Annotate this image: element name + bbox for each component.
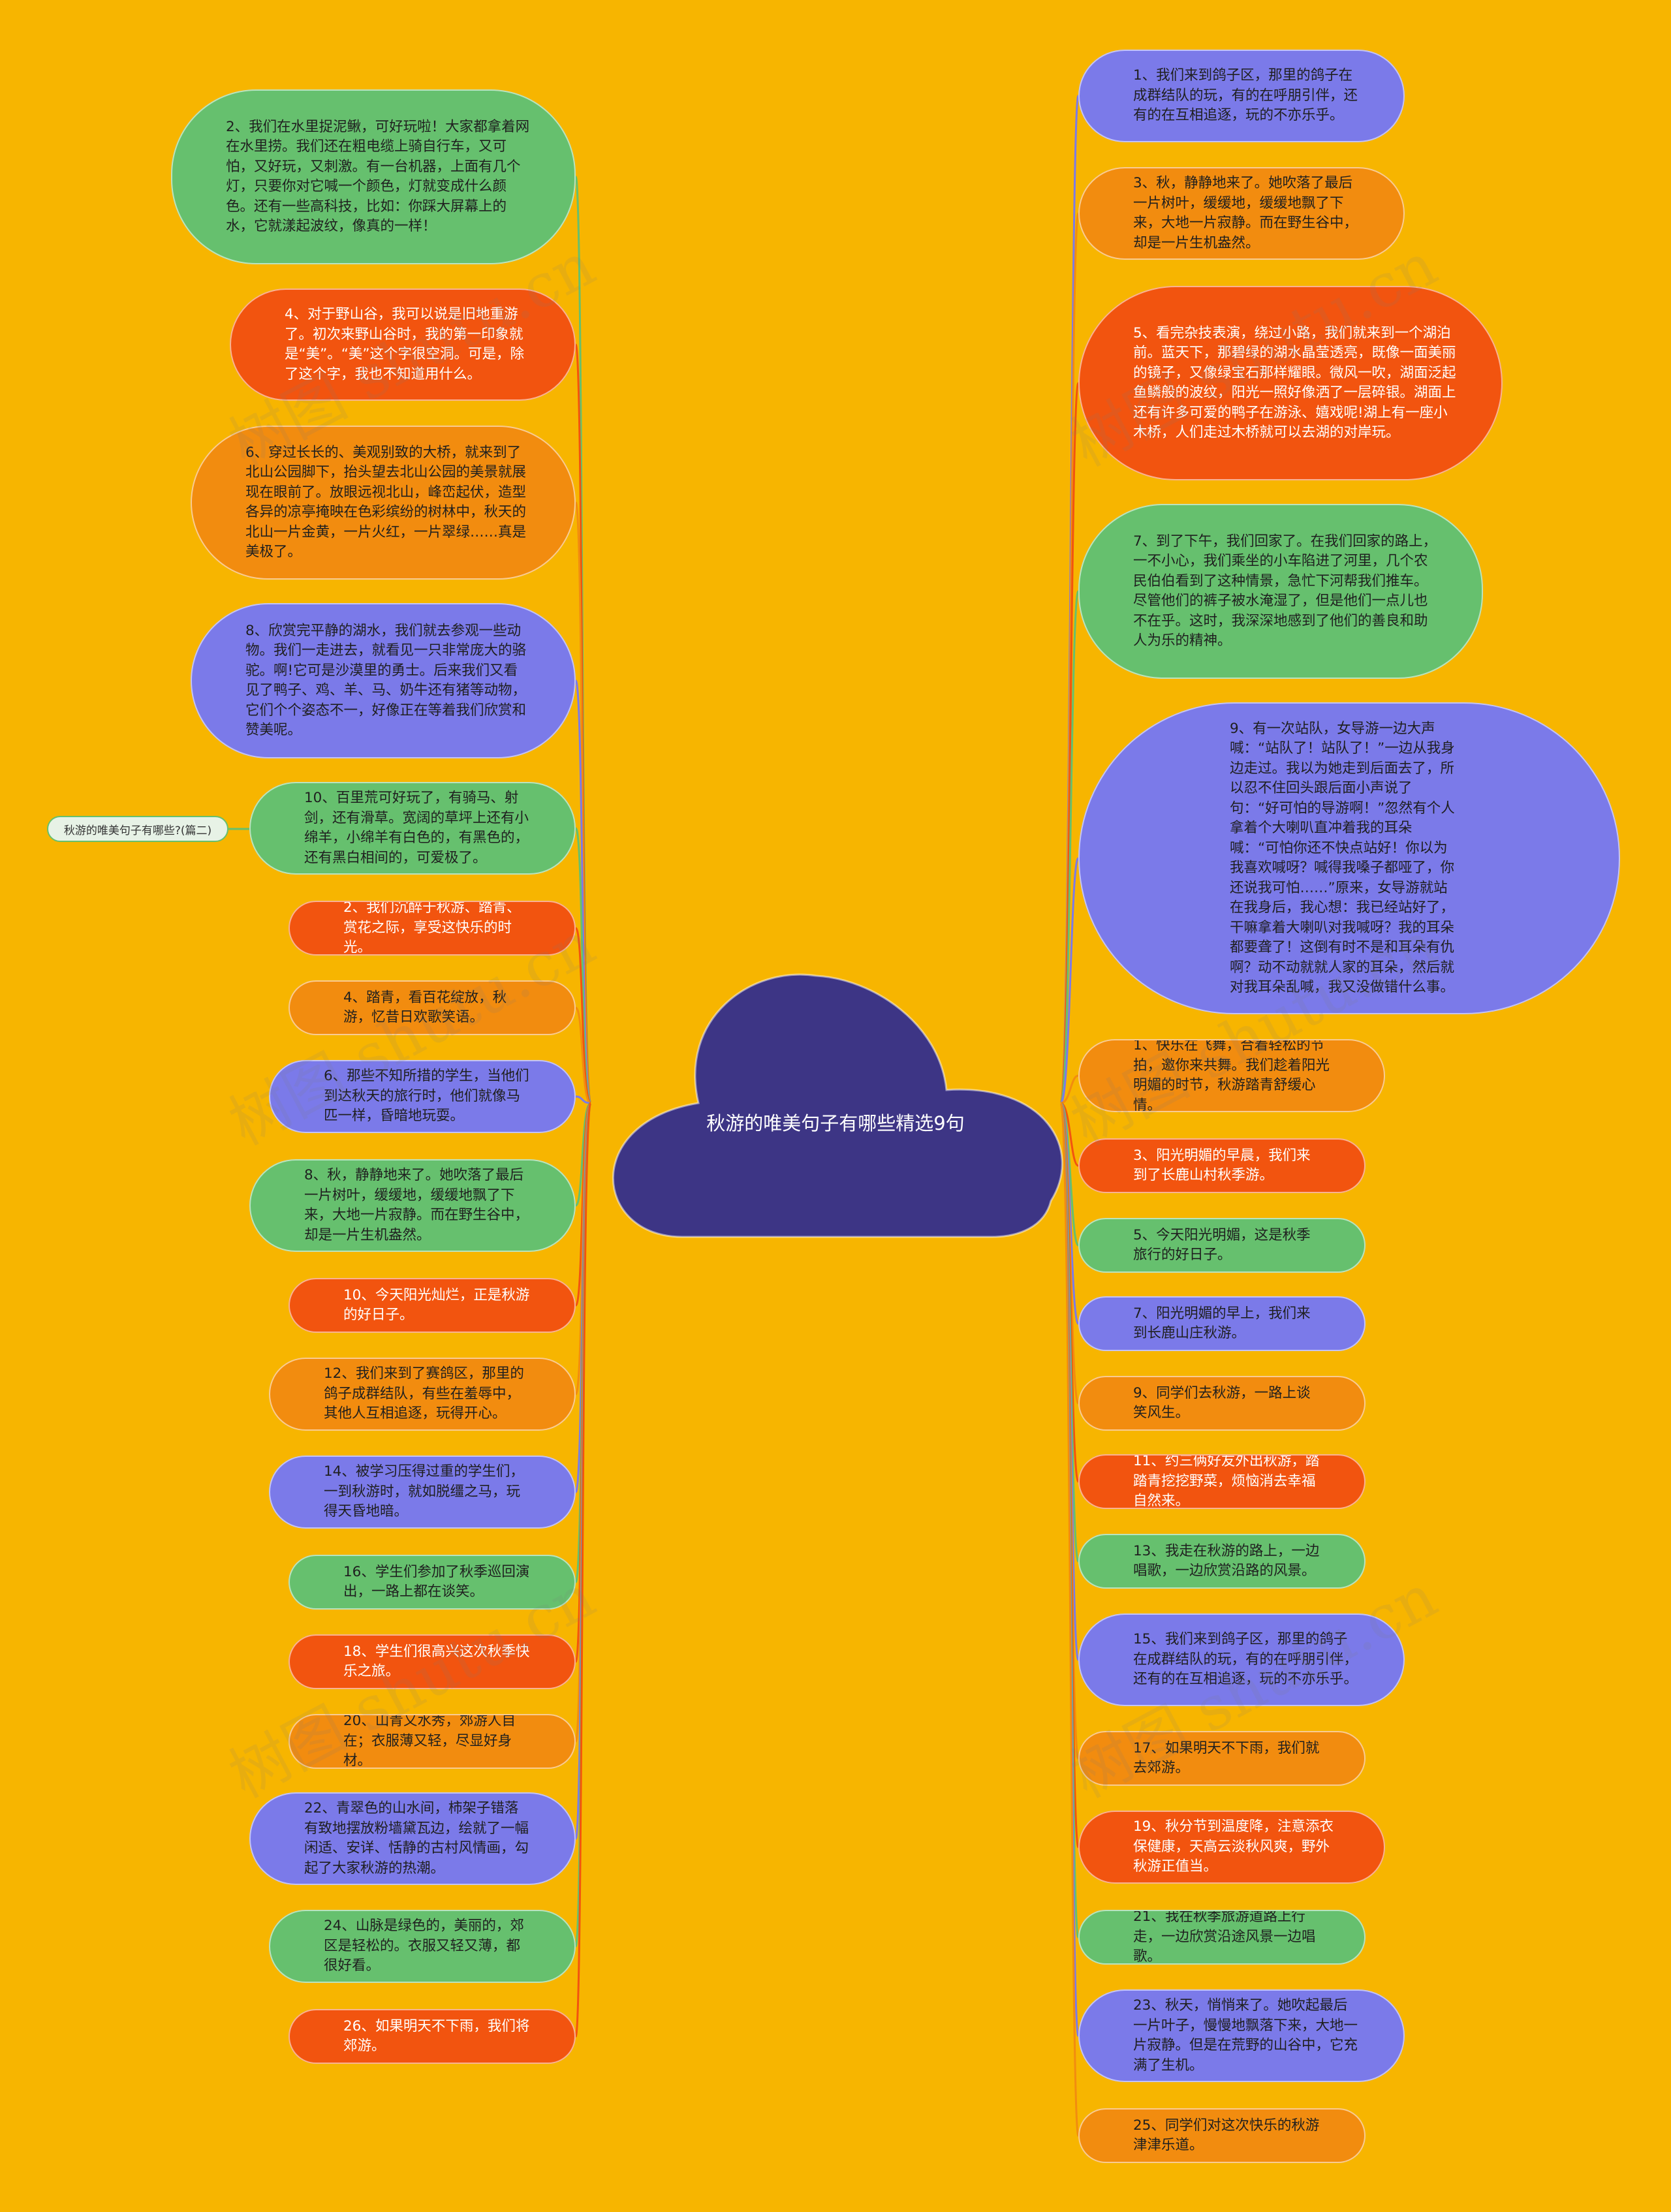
right-node-9-text: 7、阳光明媚的早上，我们来到长鹿山庄秋游。 — [1133, 1305, 1311, 1342]
right-node-16-text: 21、我在秋季旅游道路上行走，一边欣赏沿途风景一边唱歌。 — [1133, 1910, 1316, 1965]
right-node-14[interactable]: 17、如果明天不下雨，我们就去郊游。 — [1078, 1731, 1366, 1786]
connector-line — [574, 1006, 591, 1104]
right-node-1[interactable]: 1、我们来到鸽子区，那里的鸽子在成群结队的玩，有的在呼朋引伴，还有的在互相追逐，… — [1078, 50, 1405, 142]
left-node-9-text: 8、秋，静静地来了。她吹落了最后一片树叶，缓缓地，缓缓地飘了下来，大地一片寂静。… — [304, 1167, 529, 1243]
connector-line — [575, 1095, 591, 1104]
left-node-13-text: 16、学生们参加了秋季巡回演出，一路上都在谈笑。 — [343, 1563, 530, 1600]
left-node-9[interactable]: 8、秋，静静地来了。她吹落了最后一片树叶，缓缓地，缓缓地飘了下来，大地一片寂静。… — [249, 1159, 576, 1252]
right-node-4-text: 7、到了下午，我们回家了。在我们回家的路上，一不小心，我们乘坐的小车陷进了河里，… — [1133, 533, 1437, 649]
left-node-17[interactable]: 24、山脉是绿色的，美丽的，郊区是轻松的。衣服又轻又薄，都很好看。 — [269, 1910, 576, 1983]
right-node-5[interactable]: 9、有一次站队，女导游一边大声喊：“站队了！站队了！”一边从我身边走过。我以为她… — [1078, 702, 1620, 1014]
left-node-1[interactable]: 2、我们在水里捉泥鳅，可好玩啦！大家都拿着网在水里捞。我们还在粗电缆上骑自行车，… — [171, 89, 576, 264]
left-node-8[interactable]: 6、那些不知所措的学生，当他们到达秋天的旅行时，他们就像马匹一样，昏暗地玩耍。 — [269, 1060, 576, 1133]
left-node-4[interactable]: 8、欣赏完平静的湖水，我们就去参观一些动物。我们一走进去，就看见一只非常庞大的骆… — [191, 603, 576, 758]
connector-line — [1060, 1074, 1079, 1104]
right-node-17[interactable]: 23、秋天，悄悄来了。她吹起最后一片叶子，慢慢地飘落下来，大地一片寂静。但是在荒… — [1078, 1989, 1405, 2082]
right-node-15[interactable]: 19、秋分节到温度降，注意添衣保健康，天高云淡秋风爽，野外秋游正值当。 — [1078, 1811, 1385, 1884]
left-node-16-text: 22、青翠色的山水间，柿架子错落有致地摆放粉墙黛瓦边，绘就了一幅闲适、安详、恬静… — [304, 1800, 529, 1877]
left-node-4-text: 8、欣赏完平静的湖水，我们就去参观一些动物。我们一走进去，就看见一只非常庞大的骆… — [245, 622, 527, 739]
side-branch-label[interactable]: 秋游的唯美句子有哪些?(篇二) — [47, 816, 228, 842]
left-node-16[interactable]: 22、青翠色的山水间，柿架子错落有致地摆放粉墙黛瓦边，绘就了一幅闲适、安详、恬静… — [249, 1792, 576, 1885]
left-node-11[interactable]: 12、我们来到了赛鸽区，那里的鸽子成群结队，有些在羞辱中，其他人互相追逐，玩得开… — [269, 1358, 576, 1431]
left-node-15[interactable]: 20、山青又水秀，郊游人自在；衣服薄又轻，尽显好身材。 — [289, 1714, 576, 1769]
connector-line — [574, 1102, 592, 2038]
right-node-14-text: 17、如果明天不下雨，我们就去郊游。 — [1133, 1739, 1320, 1777]
right-node-6-text: 1、快乐在飞舞，合着轻松的节拍，邀你来共舞。我们趁着阳光明媚的时节，秋游踏青舒缓… — [1133, 1039, 1330, 1112]
left-node-14-text: 18、学生们很高兴这次秋季快乐之旅。 — [343, 1643, 530, 1680]
left-node-18[interactable]: 26、如果明天不下雨，我们将郊游。 — [289, 2009, 576, 2064]
left-node-5[interactable]: 10、百里荒可好玩了，有骑马、射剑，还有滑草。宽阔的草坪上还有小绵羊，小绵羊有白… — [249, 782, 576, 875]
right-node-15-text: 19、秋分节到温度降，注意添衣保健康，天高云淡秋风爽，野外秋游正值当。 — [1133, 1818, 1334, 1875]
left-node-7-text: 4、踏青，看百花绽放，秋游，忆昔日欢歌笑语。 — [343, 989, 507, 1026]
left-node-13[interactable]: 16、学生们参加了秋季巡回演出，一路上都在谈笑。 — [289, 1555, 576, 1610]
left-node-12-text: 14、被学习压得过重的学生们，一到秋游时，就如脱缰之马，玩得天昏地暗。 — [324, 1463, 524, 1520]
left-node-18-text: 26、如果明天不下雨，我们将郊游。 — [343, 2017, 530, 2055]
right-node-16[interactable]: 21、我在秋季旅游道路上行走，一边欣赏沿途风景一边唱歌。 — [1078, 1910, 1366, 1965]
right-node-17-text: 23、秋天，悄悄来了。她吹起最后一片叶子，慢慢地飘落下来，大地一片寂静。但是在荒… — [1133, 1997, 1358, 2074]
center-topic[interactable]: 秋游的唯美句子有哪些精选9句 — [706, 1112, 965, 1134]
right-node-7-text: 3、阳光明媚的早晨，我们来到了长鹿山村秋季游。 — [1133, 1147, 1311, 1184]
right-node-8-text: 5、今天阳光明媚，这是秋季旅行的好日子。 — [1133, 1226, 1311, 1264]
left-node-12[interactable]: 14、被学习压得过重的学生们，一到秋游时，就如脱缰之马，玩得天昏地暗。 — [269, 1456, 576, 1529]
left-node-3[interactable]: 6、穿过长长的、美观别致的大桥，就来到了北山公园脚下，抬头望去北山公园的美景就展… — [191, 426, 576, 580]
connector-line — [1059, 590, 1080, 1104]
left-node-10[interactable]: 10、今天阳光灿烂，正是秋游的好日子。 — [289, 1278, 576, 1333]
right-node-2-text: 3、秋，静静地来了。她吹落了最后一片树叶，缓缓地，缓缓地飘了下来，大地一片寂静。… — [1133, 175, 1358, 251]
right-node-11-text: 11、约三俩好友外出秋游，踏踏青挖挖野菜，烦恼消去幸福自然来。 — [1133, 1454, 1320, 1509]
left-node-6-text: 2、我们沉醉于秋游、踏青、赏花之际，享受这快乐的时光。 — [343, 901, 521, 956]
left-node-2-text: 4、对于野山谷，我可以说是旧地重游了。初次来野山谷时，我的第一印象就是“美”。“… — [285, 306, 525, 382]
right-node-4[interactable]: 7、到了下午，我们回家了。在我们回家的路上，一不小心，我们乘坐的小车陷进了河里，… — [1078, 504, 1483, 679]
right-node-10-text: 9、同学们去秋游，一路上谈笑风生。 — [1133, 1384, 1311, 1422]
left-node-7[interactable]: 4、踏青，看百花绽放，秋游，忆昔日欢歌笑语。 — [289, 980, 576, 1035]
left-node-6[interactable]: 2、我们沉醉于秋游、踏青、赏花之际，享受这快乐的时光。 — [289, 901, 576, 956]
left-node-17-text: 24、山脉是绿色的，美丽的，郊区是轻松的。衣服又轻又薄，都很好看。 — [324, 1918, 524, 1974]
connector-line — [1059, 857, 1080, 1104]
right-node-12[interactable]: 13、我走在秋游的路上，一边唱歌，一边欣赏沿路的风景。 — [1078, 1534, 1366, 1589]
left-node-2[interactable]: 4、对于野山谷，我可以说是旧地重游了。初次来野山谷时，我的第一印象就是“美”。“… — [230, 288, 576, 401]
right-node-2[interactable]: 3、秋，静静地来了。她吹落了最后一片树叶，缓缓地，缓缓地飘了下来，大地一片寂静。… — [1078, 167, 1405, 260]
right-node-10[interactable]: 9、同学们去秋游，一路上谈笑风生。 — [1078, 1376, 1366, 1431]
left-node-1-text: 2、我们在水里捉泥鳅，可好玩啦！大家都拿着网在水里捞。我们还在粗电缆上骑自行车，… — [226, 118, 530, 235]
right-node-12-text: 13、我走在秋游的路上，一边唱歌，一边欣赏沿路的风景。 — [1133, 1542, 1320, 1580]
right-node-9[interactable]: 7、阳光明媚的早上，我们来到长鹿山庄秋游。 — [1078, 1296, 1366, 1351]
left-node-3-text: 6、穿过长长的、美观别致的大桥，就来到了北山公园脚下，抬头望去北山公园的美景就展… — [245, 444, 527, 561]
right-node-3-text: 5、看完杂技表演，绕过小路，我们就来到一个湖泊前。蓝天下，那碧绿的湖水晶莹透亮，… — [1133, 324, 1456, 441]
right-node-6[interactable]: 1、快乐在飞舞，合着轻松的节拍，邀你来共舞。我们趁着阳光明媚的时节，秋游踏青舒缓… — [1078, 1039, 1385, 1112]
right-node-3[interactable]: 5、看完杂技表演，绕过小路，我们就来到一个湖泊前。蓝天下，那碧绿的湖水晶莹透亮，… — [1078, 286, 1503, 480]
right-node-13-text: 15、我们来到鸽子区，那里的鸽子在成群结队的玩，有的在呼朋引伴，还有的在互相追逐… — [1133, 1631, 1358, 1688]
left-node-14[interactable]: 18、学生们很高兴这次秋季快乐之旅。 — [289, 1634, 576, 1689]
left-node-11-text: 12、我们来到了赛鸽区，那里的鸽子成群结队，有些在羞辱中，其他人互相追逐，玩得开… — [324, 1365, 524, 1422]
right-node-18-text: 25、同学们对这次快乐的秋游津津乐道。 — [1133, 2117, 1320, 2154]
left-node-5-text: 10、百里荒可好玩了，有骑马、射剑，还有滑草。宽阔的草坪上还有小绵羊，小绵羊有白… — [304, 790, 529, 866]
left-node-10-text: 10、今天阳光灿烂，正是秋游的好日子。 — [343, 1286, 530, 1324]
right-node-8[interactable]: 5、今天阳光明媚，这是秋季旅行的好日子。 — [1078, 1218, 1366, 1273]
right-node-11[interactable]: 11、约三俩好友外出秋游，踏踏青挖挖野菜，烦恼消去幸福自然来。 — [1078, 1454, 1366, 1509]
connector-line — [1059, 1102, 1080, 2137]
left-node-8-text: 6、那些不知所措的学生，当他们到达秋天的旅行时，他们就像马匹一样，昏暗地玩耍。 — [324, 1068, 529, 1125]
right-node-18[interactable]: 25、同学们对这次快乐的秋游津津乐道。 — [1078, 2108, 1366, 2163]
right-node-1-text: 1、我们来到鸽子区，那里的鸽子在成群结队的玩，有的在呼朋引伴，还有的在互相追逐，… — [1133, 67, 1358, 124]
left-node-15-text: 20、山青又水秀，郊游人自在；衣服薄又轻，尽显好身材。 — [343, 1714, 516, 1769]
right-node-13[interactable]: 15、我们来到鸽子区，那里的鸽子在成群结队的玩，有的在呼朋引伴，还有的在互相追逐… — [1078, 1613, 1405, 1706]
right-node-7[interactable]: 3、阳光明媚的早晨，我们来到了长鹿山村秋季游。 — [1078, 1138, 1366, 1193]
right-node-5-text: 9、有一次站队，女导游一边大声喊：“站队了！站队了！”一边从我身边走过。我以为她… — [1230, 720, 1455, 996]
connector-line — [574, 927, 592, 1104]
